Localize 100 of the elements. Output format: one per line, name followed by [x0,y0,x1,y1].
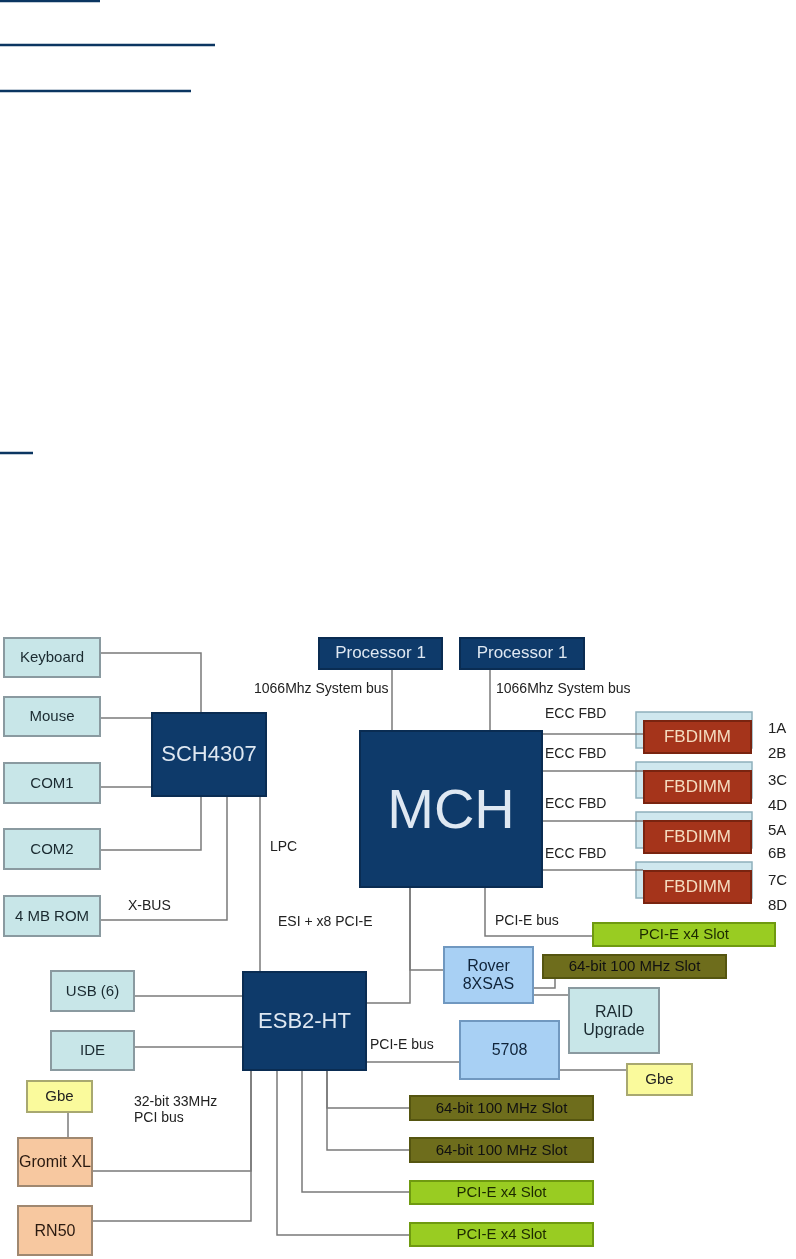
connector-line [276,1070,410,1236]
connector-line [391,669,393,731]
connector-line [542,820,644,822]
chip-box [151,712,267,797]
box-label: Keyboard [19,649,85,666]
memory-module [643,870,752,904]
connector-line [100,786,152,788]
component-box [17,1205,93,1256]
box-label: 64-bit 100 MHz Slot [435,1141,568,1159]
component-box [17,1137,93,1187]
box-label: PCI-E x4 Slot [639,926,729,943]
box-label: USB (6) [65,982,120,1000]
connector-line [533,978,556,989]
box-label: MCH [387,778,515,840]
connector-line [259,796,261,972]
memory-module [643,770,752,804]
box-label: Gbe [45,1088,74,1105]
box-label: IDE [80,1042,105,1059]
connector-line [484,887,593,937]
slot-number: 7C [768,871,788,889]
slot-number: 2B [768,744,787,762]
component-box [568,987,660,1054]
edge-label: ECC FBD [545,745,607,762]
chip-box [242,971,367,1071]
box-label: Gromit XL [19,1153,91,1171]
box-label: RAID Upgrade [582,1002,646,1039]
edge-label: LPC [270,838,298,855]
slot-box [409,1222,594,1247]
chip-box [318,637,443,670]
connector-line [100,652,202,713]
box-label: 64-bit 100 MHz Slot [435,1099,568,1117]
connector-line [542,869,644,871]
connector-line [559,1069,627,1071]
edge-label: 1066Mhz System bus [496,680,631,697]
connector-line [409,887,444,971]
edge-label: 1066Mhz System bus [254,680,389,697]
connector-line [533,994,569,996]
connector-line [67,1112,69,1138]
slot-number: 3C [768,771,788,789]
box-label: RN50 [34,1221,76,1240]
box-label: Processor 1 [476,644,568,663]
edge-label: ESI + x8 PCI-E [278,913,373,930]
slot-box [409,1180,594,1205]
edge-label: ECC FBD [545,795,607,812]
component-box [3,828,101,870]
connector-line [326,1070,410,1151]
connector-line [366,1061,460,1063]
box-label: ESB2-HT [258,1008,351,1034]
controller-box [459,1020,560,1080]
memory-module [643,720,752,754]
component-box [3,696,101,737]
component-box [3,762,101,804]
box-label: Rover 8XSAS [461,957,516,993]
connector-line [489,669,491,731]
edge-label: PCI-E bus [370,1036,434,1053]
memory-module [643,820,752,854]
box-label: FBDIMM [663,777,731,797]
slot-box [592,922,776,947]
edge-label: PCI-E bus [495,912,559,929]
slot-number: 5A [768,821,787,839]
box-label: COM2 [30,840,74,858]
slot-number: 6B [768,844,787,862]
box-label: COM1 [30,774,74,792]
box-label: Gbe [645,1071,674,1088]
box-label: 5708 [491,1041,528,1059]
connector-line [92,1070,252,1222]
component-box [626,1063,693,1096]
connector-line [134,1046,243,1048]
connector-line [100,796,202,851]
component-box [26,1080,93,1113]
edge-label: 32-bit 33MHz PCI bus [134,1093,219,1126]
box-label: 64-bit 100 MHz Slot [568,958,701,975]
edge-label: ECC FBD [545,845,607,862]
component-box [50,970,135,1012]
controller-box [443,946,534,1004]
connector-line [542,733,644,735]
box-label: FBDIMM [663,727,731,747]
component-box [3,895,101,937]
connector-line [542,770,644,772]
chip-box [359,730,543,888]
box-label: SCH4307 [161,742,257,767]
slot-box [409,1095,594,1121]
slot-box [409,1137,594,1163]
connector-line [134,995,243,997]
slot-box [542,954,727,979]
chip-box [459,637,585,670]
box-label: Processor 1 [335,644,426,663]
edge-label: X-BUS [128,897,171,914]
slot-number: 1A [768,719,787,737]
component-box [3,637,101,678]
box-label: PCI-E x4 Slot [456,1226,547,1243]
slot-number: 8D [768,896,788,914]
box-label: Mouse [29,708,75,725]
connector-line [301,1070,410,1193]
edge-label: ECC FBD [545,705,607,722]
box-label: PCI-E x4 Slot [456,1184,547,1201]
connector-line [100,796,228,921]
box-label: FBDIMM [663,877,731,897]
box-label: 4 MB ROM [14,907,90,925]
component-box [50,1030,135,1071]
